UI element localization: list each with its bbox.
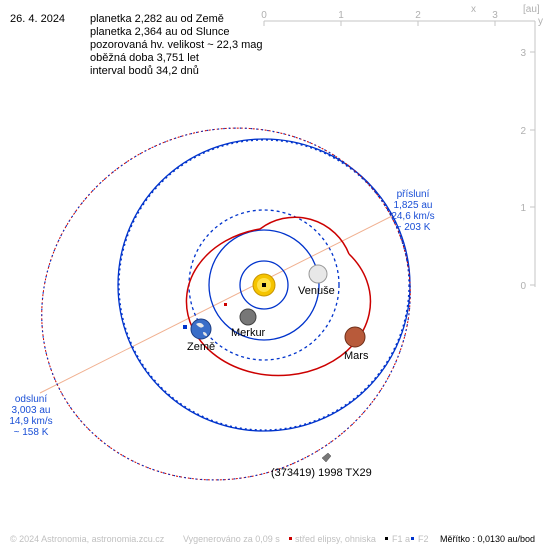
mercury-label: Merkur: [231, 327, 266, 339]
perihelion-distance: 1,825 au: [394, 200, 433, 211]
perihelion-title: přísluní: [397, 189, 430, 200]
earth-orbit: [117, 138, 411, 432]
perihelion-temp: ~ 203 K: [396, 222, 431, 233]
mars: Mars: [344, 326, 369, 362]
earth-icon: [190, 318, 212, 340]
mercury-orbit: [239, 260, 289, 310]
y-tick-label: 3: [520, 48, 526, 59]
venus: Venuše: [298, 264, 335, 297]
mars-label: Mars: [344, 350, 369, 362]
focus-f1-legend-icon: [385, 537, 388, 540]
ellipse-center-marker: [224, 303, 227, 306]
focus-f1-marker: [262, 283, 266, 287]
perihelion-speed: 24,6 km/s: [391, 211, 434, 222]
y-tick-label: 0: [520, 281, 526, 292]
ellipse-center-legend: střed elipsy, ohniska: [295, 534, 376, 544]
copyright-text: © 2024 Astronomia, astronomia.zcu.cz: [10, 534, 165, 544]
mercury: Merkur: [231, 308, 266, 339]
y-tick-label: 1: [520, 203, 526, 214]
ellipse-center-legend-icon: [289, 537, 292, 540]
apsis-line: [39, 215, 393, 394]
y-axis-label: y: [538, 16, 543, 27]
mars-orbit-upper: [259, 216, 350, 255]
aphelion-distance: 3,003 au: [12, 405, 51, 416]
axis-unit: [au]: [523, 4, 540, 15]
info-line: oběžná doba 3,751 let: [90, 52, 199, 64]
mars-icon: [344, 326, 366, 348]
venus-orbit: [208, 229, 320, 341]
venus-label: Venuše: [298, 285, 335, 297]
x-tick-label: 1: [338, 10, 344, 21]
generated-text: Vygenerováno za 0,09 s: [183, 534, 280, 544]
x-tick-label: 2: [415, 10, 421, 21]
aphelion-speed: 14,9 km/s: [9, 416, 52, 427]
aphelion-info: odsluní 3,003 au 14,9 km/s ~ 158 K: [9, 394, 52, 438]
date-label: 26. 4. 2024: [10, 13, 65, 25]
info-line: pozorovaná hv. velikost ~ 22,3 mag: [90, 39, 263, 51]
asteroid-orbit-above: [41, 127, 411, 481]
asteroid-label: (373419) 1998 TX29: [271, 467, 372, 479]
aphelion-temp: ~ 158 K: [14, 427, 49, 438]
scale-text: Měřítko : 0,0130 au/bod: [440, 534, 535, 544]
x-tick-label: 0: [261, 10, 267, 21]
y-tick-label: 2: [520, 126, 526, 137]
info-panel: 26. 4. 2024 planetka 2,282 au od Země pl…: [10, 13, 263, 77]
focus-f1-legend: F1 a: [392, 534, 410, 544]
axes: 0 1 2 3 3 2 1 0 x y [au]: [261, 4, 543, 292]
sun: [252, 273, 276, 297]
venus-icon: [308, 264, 328, 284]
outer-orbit-dotted: [118, 139, 410, 431]
earth-label: Země: [187, 341, 215, 353]
asteroid: (373419) 1998 TX29: [271, 452, 372, 479]
mars-orbit: [185, 228, 372, 377]
mercury-icon: [239, 308, 257, 326]
info-line: interval bodů 34,2 dnů: [90, 65, 199, 77]
asteroid-orbit-path: [41, 127, 411, 481]
focus-f2-legend-icon: [411, 537, 414, 540]
earth: Země: [183, 318, 215, 353]
focus-f2-legend: F2: [418, 534, 429, 544]
asteroid-icon: [321, 452, 332, 463]
focus-f2-marker: [183, 325, 187, 329]
perihelion-info: přísluní 1,825 au 24,6 km/s ~ 203 K: [391, 189, 434, 233]
info-line: planetka 2,364 au od Slunce: [90, 26, 229, 38]
footer: © 2024 Astronomia, astronomia.zcu.cz Vyg…: [10, 534, 535, 544]
x-axis-label: x: [471, 4, 476, 15]
asteroid-orbit: [41, 127, 411, 481]
info-line: planetka 2,282 au od Země: [90, 13, 224, 25]
aphelion-title: odsluní: [15, 394, 47, 405]
x-tick-label: 3: [492, 10, 498, 21]
